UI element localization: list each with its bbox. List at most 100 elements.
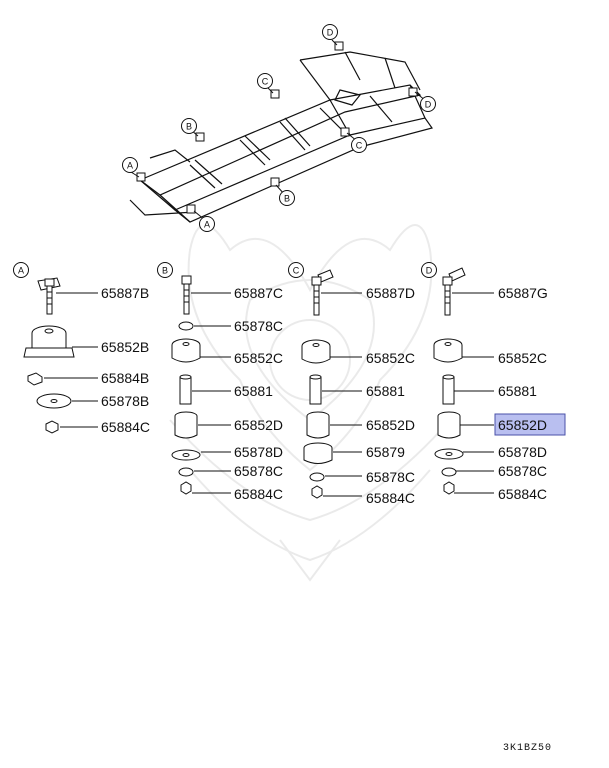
frame-callout-b: B: [279, 190, 295, 206]
part-number: 65884B: [101, 370, 149, 386]
frame-callout-leaders: [130, 39, 427, 221]
part-number: 65878C: [234, 463, 283, 479]
part-label-65852c[interactable]: 65852C: [366, 350, 415, 366]
part-number: 65887B: [101, 285, 149, 301]
callout-circle: [420, 96, 436, 112]
part-label-65878c[interactable]: 65878C: [234, 463, 283, 479]
callout-circle: [13, 262, 29, 278]
callout-circle: [322, 24, 338, 40]
part-number: 65852C: [498, 350, 547, 366]
callout-circle: [421, 262, 437, 278]
part-number: 65884C: [234, 486, 283, 502]
column-d-parts: [433, 267, 466, 495]
part-number: 65878D: [234, 444, 283, 460]
callout-letter: C: [293, 266, 300, 276]
part-label-65884c[interactable]: 65884C: [234, 486, 283, 502]
part-label-65881[interactable]: 65881: [234, 383, 273, 399]
column-b-parts: [171, 275, 201, 495]
part-number: 65884C: [101, 419, 150, 435]
callout-letter: A: [204, 220, 210, 230]
part-number: 65884C: [366, 490, 415, 506]
column-a-leaders: [44, 292, 98, 428]
column-c-parts: [301, 269, 334, 499]
callout-letter: B: [284, 194, 290, 204]
part-number: 65878C: [498, 463, 547, 479]
part-label-65887b[interactable]: 65887B: [101, 285, 149, 301]
part-label-65852b[interactable]: 65852B: [101, 339, 149, 355]
column-a-parts: [23, 277, 75, 434]
callout-letter: B: [186, 122, 192, 132]
part-number: 65887C: [234, 285, 283, 301]
part-number: 65852D: [498, 417, 547, 433]
part-number: 65852D: [366, 417, 415, 433]
callout-circle: [122, 157, 138, 173]
callout-circle: [157, 262, 173, 278]
part-label-65881[interactable]: 65881: [498, 383, 537, 399]
part-label-65884b[interactable]: 65884B: [101, 370, 149, 386]
column-c-leaders: [321, 292, 362, 497]
part-label-65879[interactable]: 65879: [366, 444, 405, 460]
column-callout-b: B: [157, 262, 173, 278]
callout-circle: [279, 190, 295, 206]
part-label-65878c[interactable]: 65878C: [498, 463, 547, 479]
part-number: 65878C: [366, 469, 415, 485]
part-label-65878d[interactable]: 65878D: [234, 444, 283, 460]
part-label-65878c[interactable]: 65878C: [234, 318, 283, 334]
column-header-callouts: A B C D: [13, 262, 437, 278]
callout-letter: D: [426, 266, 433, 276]
column-callout-d: D: [421, 262, 437, 278]
diagram-code: 3K1BZ50: [503, 743, 552, 754]
part-label-65852c[interactable]: 65852C: [498, 350, 547, 366]
part-label-65887d[interactable]: 65887D: [366, 285, 415, 301]
callout-letter: D: [327, 28, 334, 38]
part-label-65878c[interactable]: 65878C: [366, 469, 415, 485]
column-callout-c: C: [288, 262, 304, 278]
part-label-65878d[interactable]: 65878D: [498, 444, 547, 460]
part-label-65884c[interactable]: 65884C: [101, 419, 150, 435]
part-label-65852d[interactable]: 65852D: [366, 417, 415, 433]
part-label-65878b[interactable]: 65878B: [101, 393, 149, 409]
part-label-65887c[interactable]: 65887C: [234, 285, 283, 301]
frame-callout-b: B: [181, 118, 197, 134]
part-number: 65884C: [498, 486, 547, 502]
selected-part-highlight: [494, 413, 566, 436]
callout-circle: [181, 118, 197, 134]
part-number: 65852D: [234, 417, 283, 433]
part-label-65852d[interactable]: 65852D: [234, 417, 283, 433]
part-number: 65879: [366, 444, 405, 460]
part-number: 65852C: [366, 350, 415, 366]
part-number: 65887D: [366, 285, 415, 301]
frame-callout-a: A: [122, 157, 138, 173]
part-label-65887g[interactable]: 65887G: [498, 285, 548, 301]
callout-letter: D: [425, 100, 432, 110]
frame-callouts: D C D B C A B A: [122, 24, 436, 232]
column-b-leaders: [191, 292, 231, 494]
part-label-65881[interactable]: 65881: [366, 383, 405, 399]
frame-callout-a: A: [199, 216, 215, 232]
part-label-65884c[interactable]: 65884C: [498, 486, 547, 502]
part-number: 65881: [366, 383, 405, 399]
column-d-leaders: [452, 292, 494, 494]
callout-letter: C: [262, 77, 269, 87]
part-label-65852d[interactable]: 65852D: [494, 413, 566, 436]
part-label-65884c[interactable]: 65884C: [366, 490, 415, 506]
column-callout-a: A: [13, 262, 29, 278]
part-number: 65887G: [498, 285, 548, 301]
callout-circle: [351, 137, 367, 153]
part-number: 65878C: [234, 318, 283, 334]
part-number: 65878B: [101, 393, 149, 409]
part-number: 65852B: [101, 339, 149, 355]
callout-letter: C: [356, 141, 363, 151]
frame-callout-c: C: [351, 137, 367, 153]
callout-letter: B: [162, 266, 168, 276]
callout-circle: [288, 262, 304, 278]
frame-callout-d: D: [322, 24, 338, 40]
part-number: 65852C: [234, 350, 283, 366]
frame-callout-c: C: [257, 73, 273, 89]
callout-letter: A: [127, 161, 133, 171]
callout-letter: A: [18, 266, 24, 276]
part-label-65852c[interactable]: 65852C: [234, 350, 283, 366]
frame-callout-d: D: [420, 96, 436, 112]
frame-mount-points: [136, 41, 418, 214]
